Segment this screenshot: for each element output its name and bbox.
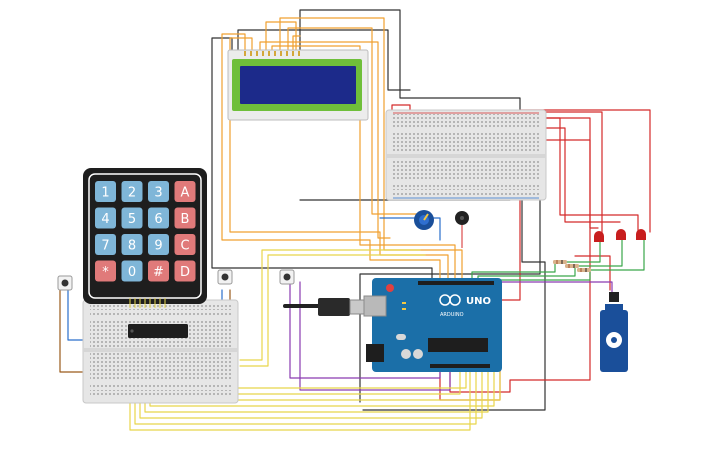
keypad-key-label: C — [180, 239, 189, 254]
pushbutton-left — [57, 275, 73, 291]
keypad-key[interactable]: D — [174, 260, 196, 282]
keypad-key[interactable]: # — [148, 260, 169, 282]
keypad: 1 2 3 A 4 5 6 B 7 8 9 C * 0 # D — [83, 168, 207, 308]
arduino-maker-label: ARDUINO — [440, 312, 464, 318]
keypad-key[interactable]: A — [174, 181, 196, 202]
breadboard-left — [82, 299, 239, 404]
resistor-1 — [553, 260, 567, 264]
keypad-key[interactable]: 8 — [121, 234, 143, 255]
keypad-key[interactable]: 4 — [95, 207, 116, 229]
keypad-key-label: 3 — [154, 186, 162, 201]
piezo-buzzer — [455, 211, 469, 248]
keypad-key-label: B — [181, 212, 190, 227]
keypad-key-label: # — [153, 265, 164, 280]
led-3 — [636, 229, 646, 240]
pushbutton-right — [279, 269, 295, 285]
keypad-key-label: 1 — [101, 186, 109, 201]
arduino-brand-label: UNO — [466, 296, 491, 307]
keypad-key[interactable]: * — [95, 260, 116, 282]
keypad-key-label: D — [180, 265, 190, 280]
keypad-key[interactable]: 3 — [148, 181, 169, 202]
dip-ic — [128, 324, 188, 338]
keypad-key[interactable]: 2 — [121, 181, 143, 202]
keypad-key-label: 2 — [128, 186, 136, 201]
led-1 — [594, 231, 604, 242]
led-2 — [616, 229, 626, 240]
keypad-key-label: 5 — [128, 212, 136, 227]
keypad-key[interactable]: 1 — [95, 181, 116, 202]
servo-motor — [600, 292, 628, 372]
keypad-key[interactable]: B — [174, 207, 196, 229]
keypad-key[interactable]: 6 — [148, 207, 169, 229]
pushbutton-middle — [217, 269, 233, 285]
usb-cable — [283, 298, 377, 316]
keypad-connector — [129, 298, 166, 308]
keypad-key-label: 8 — [128, 239, 136, 254]
lcd-pins — [244, 51, 300, 56]
lcd-display — [227, 49, 369, 121]
breadboard-top — [385, 109, 547, 201]
resistor-3 — [577, 268, 591, 272]
wires-orange — [221, 17, 463, 283]
keypad-key-label: * — [102, 265, 109, 280]
keypad-key[interactable]: 5 — [121, 207, 143, 229]
keypad-key-label: 7 — [101, 239, 109, 254]
resistor-2 — [565, 264, 579, 268]
keypad-key-label: 4 — [101, 212, 109, 227]
keypad-key[interactable]: 7 — [95, 234, 116, 255]
keypad-key-label: 6 — [154, 212, 162, 227]
keypad-key[interactable]: C — [174, 234, 196, 255]
keypad-key-label: 9 — [154, 239, 162, 254]
wires — [59, 9, 651, 431]
keypad-keys: 1 2 3 A 4 5 6 B 7 8 9 C * 0 # D — [95, 181, 196, 282]
keypad-key-label: 0 — [128, 265, 136, 280]
keypad-key[interactable]: 0 — [121, 260, 143, 282]
keypad-key[interactable]: 9 — [148, 234, 169, 255]
leds — [594, 229, 646, 242]
keypad-key-label: A — [181, 186, 190, 201]
resistors — [553, 260, 591, 272]
arduino-uno: UNO ARDUINO — [363, 278, 502, 372]
potentiometer — [414, 210, 434, 230]
arduino-logo: UNO ARDUINO — [439, 294, 491, 318]
